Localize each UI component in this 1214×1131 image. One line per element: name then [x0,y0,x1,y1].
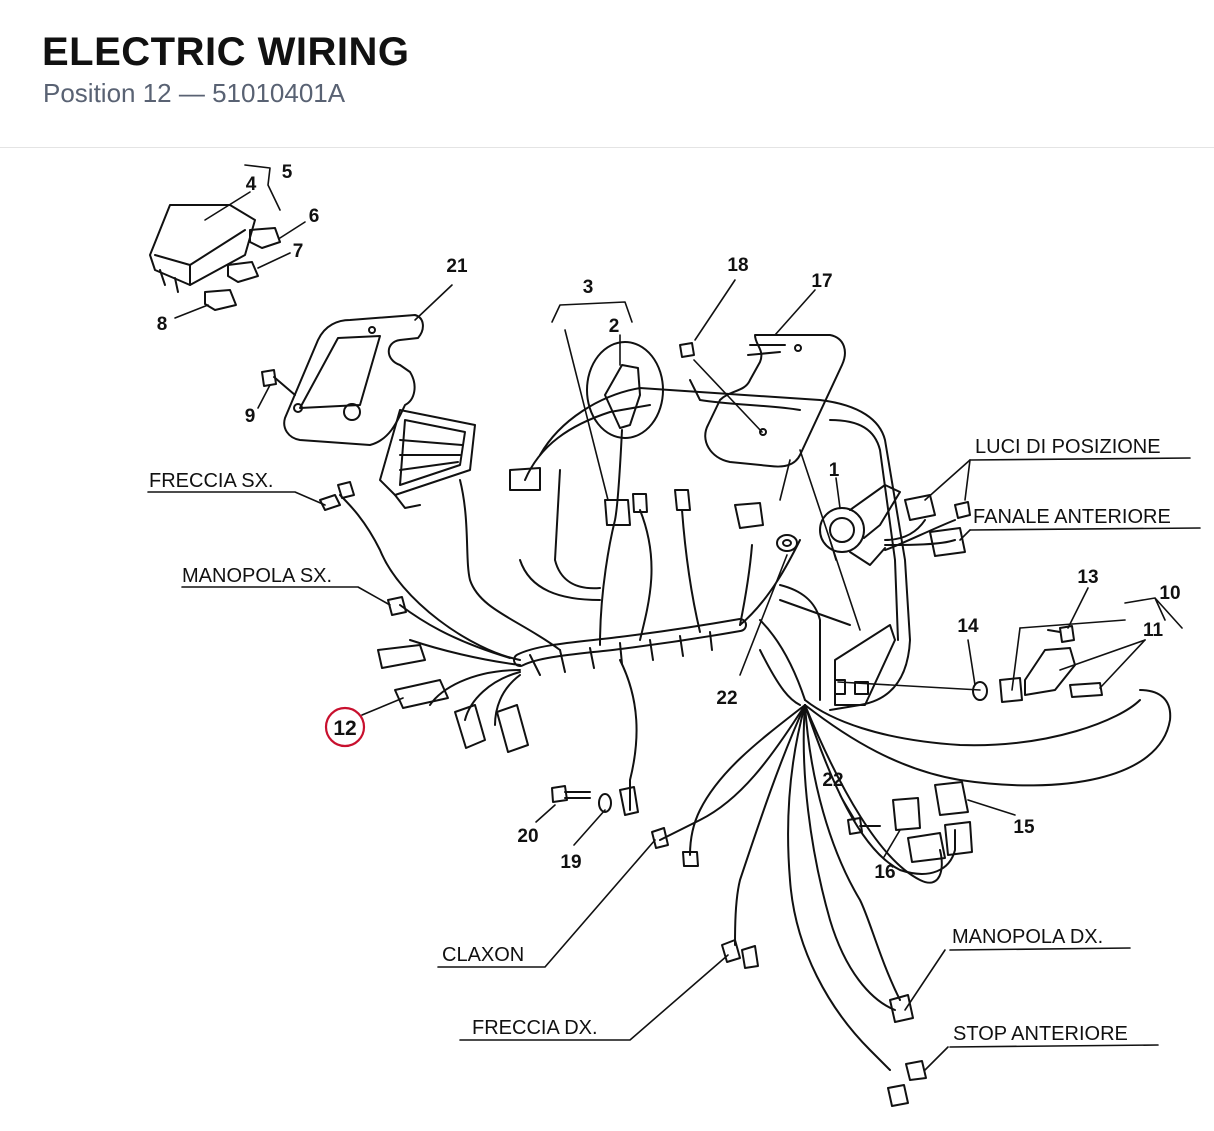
header: ELECTRIC WIRING Position 12 — 51010401A [0,0,1214,148]
label-freccia-dx: FRECCIA DX. [472,1017,598,1039]
page-subtitle: Position 12 — 51010401A [43,78,346,108]
cover-17 [704,334,846,468]
ref-4: 4 [246,174,257,195]
ref-10: 10 [1159,583,1180,604]
ref-21: 21 [446,256,468,277]
bracket [834,624,896,706]
label-manopola-sx: MANOPOLA SX. [182,565,332,587]
ref-1: 1 [829,460,840,481]
fuse-box-4 [149,204,256,293]
ref-16: 16 [874,862,895,883]
ref-15: 15 [1013,817,1035,838]
ref-22-upper: 22 [716,688,737,709]
detail-2 [586,341,664,439]
screw-18 [679,342,695,358]
ref-9: 9 [245,406,256,427]
page-title: ELECTRIC WIRING [42,30,410,74]
label-freccia-sx: FRECCIA SX. [149,470,273,492]
spacer-14 [972,681,988,701]
label-stop-anteriore: STOP ANTERIORE [953,1023,1128,1045]
cover-21 [283,314,424,446]
clip-7 [227,261,259,283]
handlebar-frame [509,379,911,711]
screw-13 [1047,625,1075,643]
ref-8: 8 [157,314,168,335]
label-claxon: CLAXON [442,944,524,966]
fuse-block [379,409,476,509]
leader-lines [147,164,1201,1071]
ref-3: 3 [583,277,594,298]
main-harness [513,618,747,676]
ref-20: 20 [517,826,538,847]
screw-9 [261,369,296,396]
switch-1 [819,484,901,566]
label-manopola-dx: MANOPOLA DX. [952,926,1103,948]
relay-15 [934,781,973,856]
relay-16 [892,797,946,863]
ref-17: 17 [811,271,832,292]
ref-6: 6 [309,206,320,227]
ref-12-label: 12 [333,717,356,740]
ref-19: 19 [560,852,581,873]
label-fanale-anteriore: FANALE ANTERIORE [973,506,1171,528]
highlight-ref-12[interactable]: 12 [324,706,366,748]
screw-22b [847,817,881,835]
ref-5: 5 [282,162,293,183]
grommet-22a [776,534,798,552]
ref-22-lower: 22 [822,770,843,791]
clip-8 [204,289,237,311]
ref-7: 7 [293,241,304,262]
connectors [319,364,971,1107]
clip-6 [249,227,281,249]
ref-13: 13 [1077,567,1098,588]
ref-2: 2 [609,316,620,337]
ref-11: 11 [1143,620,1164,641]
switch-10 [999,647,1103,703]
ref-14: 14 [957,616,979,637]
screw-20 [551,785,591,803]
ref-18: 18 [727,255,748,276]
washer-19 [598,793,612,813]
label-luci-di-posizione: LUCI DI POSIZIONE [975,436,1161,458]
wires [339,429,1172,1071]
